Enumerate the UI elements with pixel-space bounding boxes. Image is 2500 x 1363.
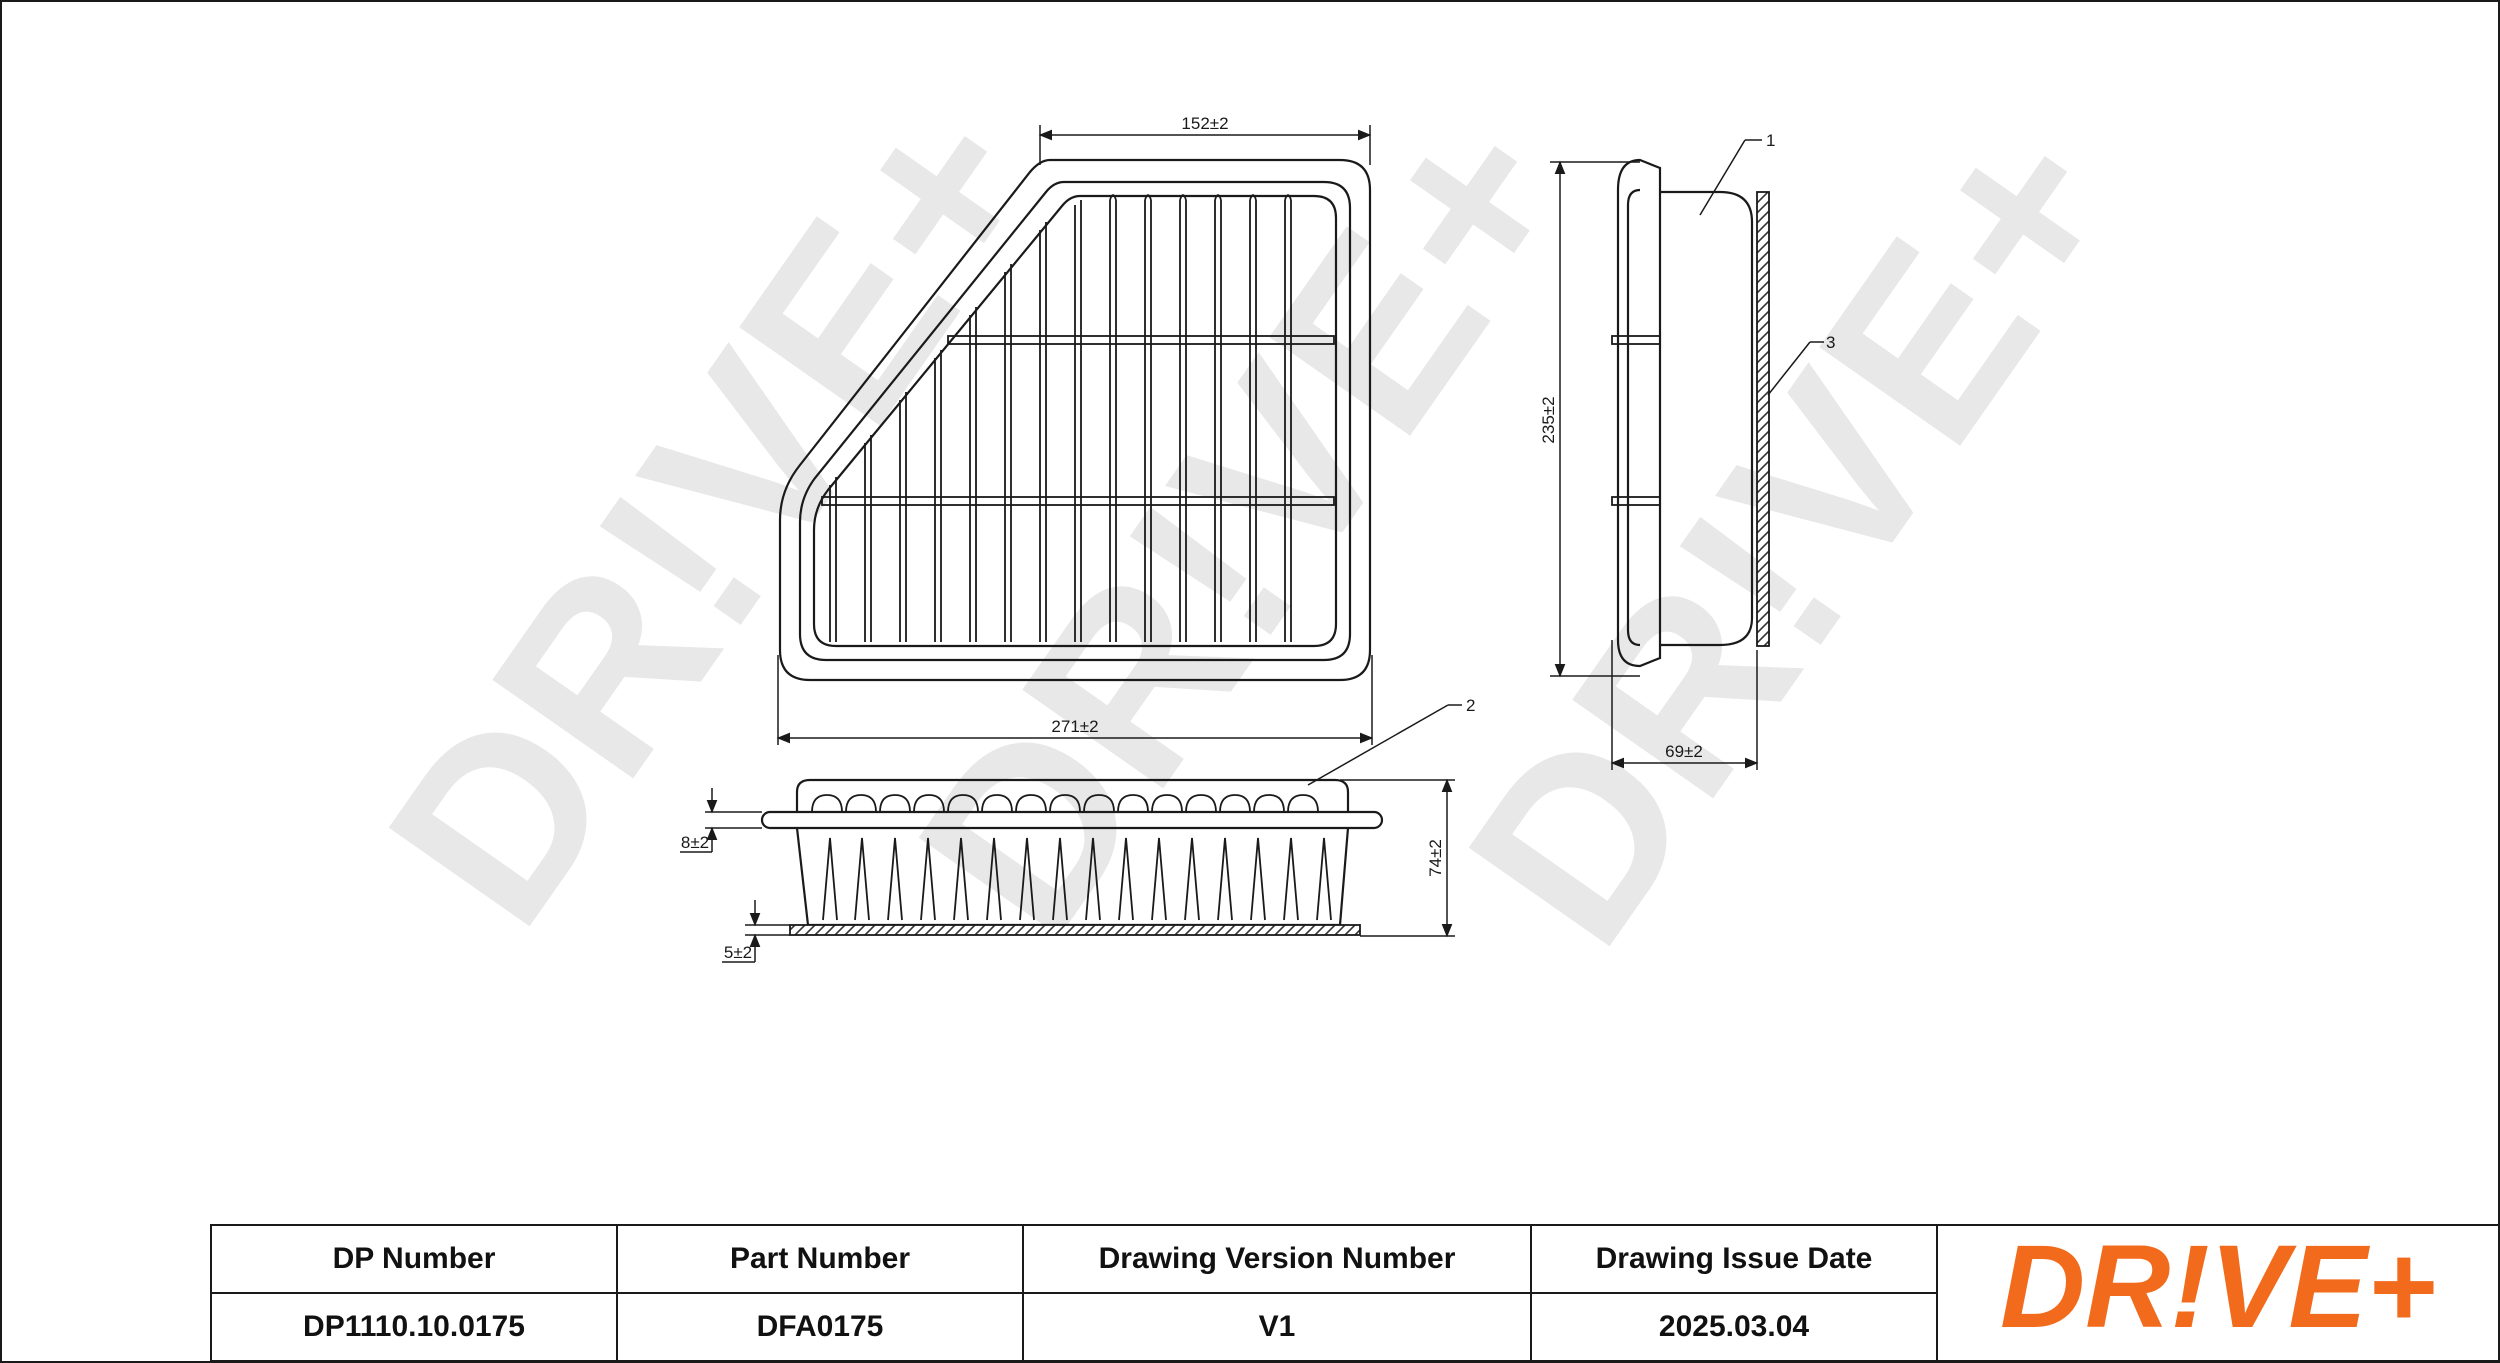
- top-view-rib-upper: [947, 335, 1335, 345]
- side-view-dimensions: [1550, 139, 1824, 770]
- callout-3: 3: [1826, 333, 1835, 352]
- front-view-dimensions: [680, 778, 1455, 963]
- side-view-gasket: [1756, 191, 1770, 647]
- front-view-top-frame: [795, 778, 1350, 812]
- header-part-number: Part Number: [616, 1224, 1024, 1294]
- value-dp-number: DP1110.10.0175: [210, 1292, 618, 1362]
- dim-top-width: 152±2: [1181, 114, 1228, 133]
- top-view-pleats: [829, 200, 1292, 642]
- value-drawing-version: V1: [1022, 1292, 1532, 1362]
- top-view-inner-frame: [798, 180, 1352, 662]
- side-view: [1611, 158, 1770, 668]
- dim-side-height: 235±2: [1539, 396, 1558, 443]
- dim-front-flange: 8±2: [681, 833, 709, 852]
- dim-side-depth: 69±2: [1665, 742, 1703, 761]
- front-view-pleat-teeth: [822, 837, 1332, 921]
- top-view-outer-frame: [778, 158, 1372, 682]
- side-view-rib-lower: [1611, 496, 1661, 506]
- logo-text: DR!VE+: [2000, 1227, 2436, 1352]
- front-view-flange: [760, 810, 1384, 830]
- front-view-pleat-caps: [811, 794, 1319, 813]
- top-view-dimensions: [776, 125, 1462, 786]
- drive-logo: DR!VE+: [2000, 1221, 2436, 1353]
- dim-overall-width: 271±2: [1051, 717, 1098, 736]
- front-view: [760, 778, 1384, 936]
- side-view-rib-upper: [1611, 335, 1661, 345]
- header-issue-date: Drawing Issue Date: [1530, 1224, 1938, 1294]
- dim-front-gasket: 5±2: [724, 943, 752, 962]
- top-view-pleat-border: [812, 194, 1338, 648]
- dim-front-height: 74±2: [1426, 839, 1445, 877]
- front-view-gasket: [789, 924, 1361, 936]
- callout-1: 1: [1766, 131, 1775, 150]
- value-part-number: DFA0175: [616, 1292, 1024, 1362]
- top-view-rib-lower: [821, 496, 1335, 506]
- title-block: DP Number Part Number Drawing Version Nu…: [210, 1221, 2500, 1362]
- logo-cell: DR!VE+: [1936, 1221, 2500, 1362]
- side-view-pleat-block: [1660, 190, 1754, 647]
- header-drawing-version: Drawing Version Number: [1022, 1224, 1532, 1294]
- dimension-labels: 152±2 271±2 235±2 69±2 74±2 8±2 5±2 1 2 …: [681, 114, 1836, 962]
- callout-2: 2: [1466, 696, 1475, 715]
- side-view-body: [1616, 158, 1662, 668]
- watermarks: DR!VE+ DR!VE+ DR!VE+: [335, 54, 2173, 991]
- top-view-pleat-tips: [1109, 194, 1292, 201]
- side-view-inner-body: [1626, 188, 1641, 647]
- value-issue-date: 2025.03.04: [1530, 1292, 1938, 1362]
- top-view: [778, 158, 1372, 682]
- header-dp-number: DP Number: [210, 1224, 618, 1294]
